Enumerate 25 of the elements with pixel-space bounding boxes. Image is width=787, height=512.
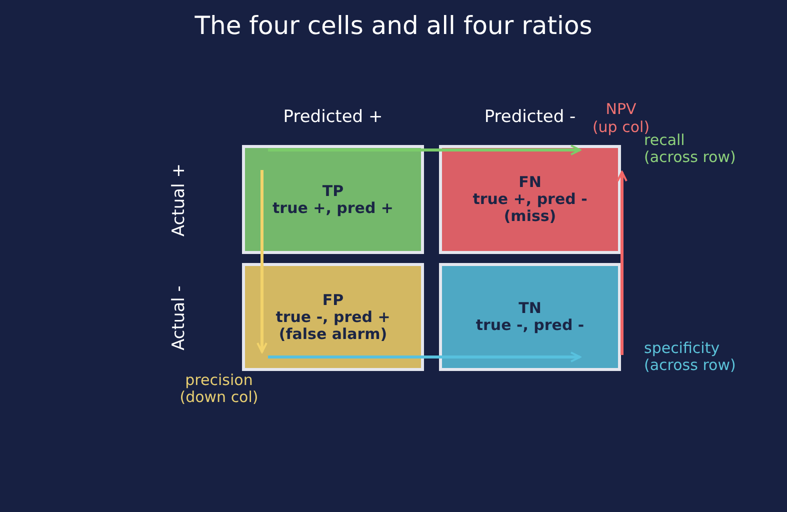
- cell-abbreviation: FP: [322, 292, 344, 308]
- cell-description: true +, pred -: [472, 191, 588, 208]
- cell-description: true -, pred +: [276, 308, 390, 326]
- cell-abbreviation: TN: [518, 300, 542, 317]
- cell-description: (false alarm): [278, 326, 388, 342]
- matrix-cell: [242, 263, 424, 371]
- row-header: Actual -: [169, 286, 189, 350]
- cell-description: (miss): [504, 208, 556, 225]
- cell-description: true +, pred +: [272, 200, 394, 216]
- arrow: [268, 352, 581, 362]
- cell-abbreviation: TP: [322, 182, 344, 200]
- column-header: Predicted -: [484, 107, 576, 127]
- cell-description: true -, pred -: [476, 317, 584, 334]
- column-header: Predicted +: [283, 107, 383, 127]
- matrix-cell: [439, 145, 621, 254]
- arrow: [268, 144, 581, 156]
- arrow: [256, 170, 268, 353]
- metric-label: precision (down col): [178, 372, 260, 406]
- metric-label: specificity (across row): [644, 340, 737, 374]
- arrow: [616, 171, 628, 355]
- diagram-title: The four cells and all four ratios: [194, 11, 592, 41]
- cell-abbreviation: FN: [518, 174, 542, 191]
- matrix-cell: [242, 145, 424, 254]
- matrix-cell: [439, 263, 621, 371]
- row-header: Actual +: [169, 164, 189, 236]
